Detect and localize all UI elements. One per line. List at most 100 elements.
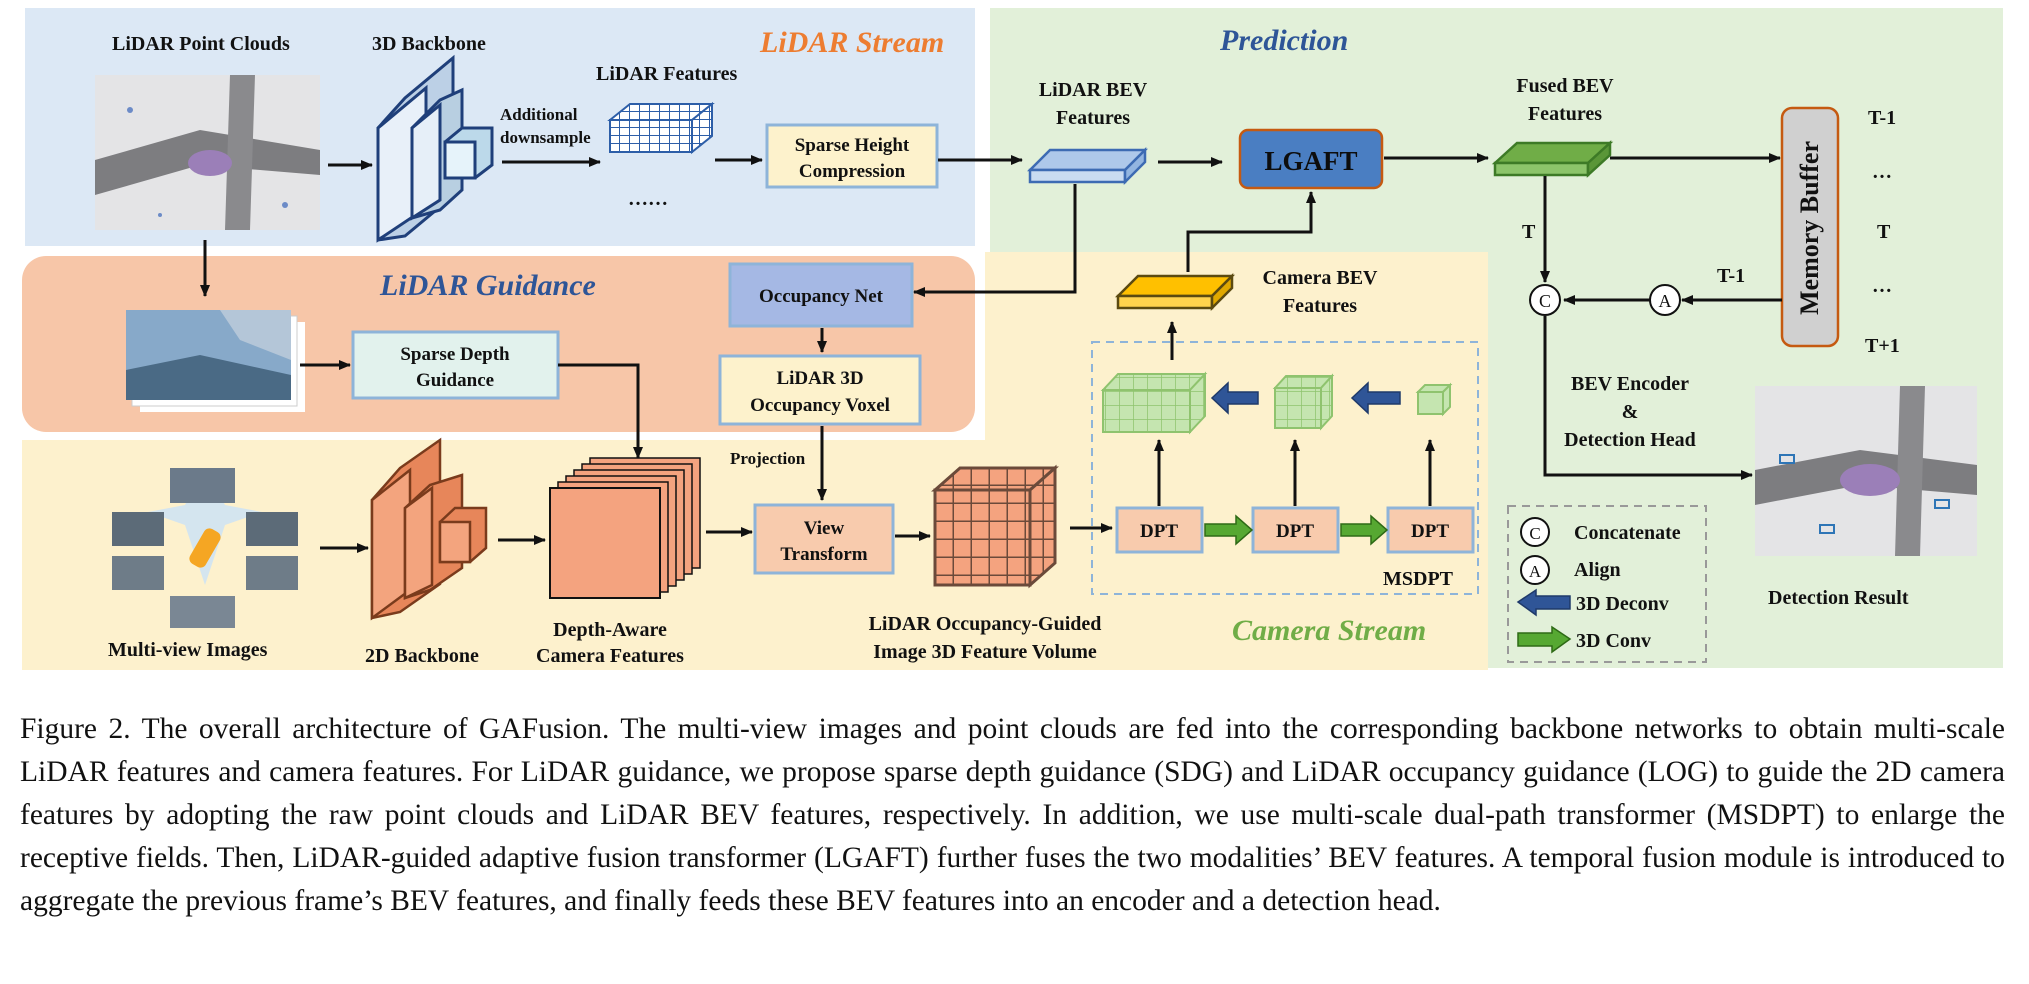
fused-bev-label-1: Fused BEV: [1516, 75, 1614, 97]
fused-bev-plate: [1491, 140, 1614, 178]
multiscale-cube-small: [1415, 382, 1453, 417]
legend-deconv-arrow-icon: [1516, 588, 1571, 617]
lidar-features-label: LiDAR Features: [596, 63, 737, 85]
detection-result-label: Detection Result: [1768, 587, 1909, 609]
lidar-bev-plate: [1026, 146, 1149, 186]
occupancy-voxel-label-1: LiDAR 3D: [776, 368, 863, 389]
dpt-label-1: DPT: [1140, 521, 1178, 542]
align-symbol: A: [1659, 291, 1672, 311]
occupancy-voxel-label-2: Occupancy Voxel: [750, 395, 890, 416]
conv-arrow-2-icon: [1340, 514, 1389, 546]
legend-concatenate-icon: [1520, 517, 1550, 547]
prediction-title: Prediction: [1219, 24, 1348, 57]
concat-icon: [1529, 284, 1561, 316]
dpt-box-3: [1386, 506, 1475, 554]
concat-symbol: C: [1539, 291, 1551, 311]
dpt-box-1: [1115, 506, 1204, 554]
sparse-depth-label-1: Sparse Depth: [400, 344, 510, 365]
view-transform-label-1: View: [804, 518, 845, 539]
multiview-images: [112, 468, 298, 628]
legend-concatenate-symbol: C: [1529, 524, 1540, 543]
camera-stream-region-right: [985, 252, 1488, 442]
projection-label: Projection: [730, 449, 806, 468]
deconv-arrow-1-icon: [1210, 381, 1259, 415]
backbone-3d-blocks: [376, 54, 494, 243]
msdpt-region: [1091, 341, 1479, 595]
arrow-concat-to-detection: [1543, 316, 1753, 480]
ellipsis-1-label: …: [1872, 161, 1892, 183]
occupancy-voxel-box: [718, 354, 922, 426]
legend-align-icon: [1520, 555, 1550, 585]
architecture-diagram: LiDAR Stream Prediction LiDAR Guidance C…: [22, 8, 2003, 670]
legend-align-label: Align: [1574, 559, 1621, 581]
point-cloud-image: [95, 75, 320, 230]
figure-caption: Figure 2. The overall architecture of GA…: [20, 713, 2005, 917]
multiscale-cube-large: [1100, 371, 1208, 435]
sparse-depth-label-2: Guidance: [416, 370, 494, 391]
lidar-point-clouds-label: LiDAR Point Clouds: [112, 33, 290, 55]
camera-stream-title: Camera Stream: [1232, 614, 1426, 647]
camera-bev-label-1: Camera BEV: [1263, 267, 1379, 289]
encoder-label-3: Detection Head: [1564, 429, 1696, 451]
legend-align-symbol: A: [1529, 562, 1542, 581]
sparse-depth-guidance-box: [351, 330, 560, 400]
volume-label-2: Image 3D Feature Volume: [873, 641, 1097, 663]
arrow-t-label: T: [1522, 221, 1536, 243]
lidar-stream-title: LiDAR Stream: [759, 26, 944, 59]
dpt-box-2: [1251, 506, 1340, 554]
depth-aware-label-1: Depth-Aware: [553, 619, 667, 641]
backbone-2d-label: 2D Backbone: [365, 645, 479, 667]
lidar-features-cube: [607, 101, 715, 155]
projected-depth-images: [126, 310, 305, 412]
camera-bev-label-2: Features: [1283, 295, 1357, 317]
t-plus-1-label: T+1: [1865, 335, 1900, 357]
memory-buffer-label: Memory Buffer: [1795, 141, 1824, 315]
backbone-3d-label: 3D Backbone: [372, 33, 486, 55]
t-label: T: [1877, 221, 1891, 243]
ellipsis-dots: ……: [628, 188, 668, 210]
arrow-t-minus-1-label: T-1: [1717, 265, 1745, 287]
legend-concatenate-label: Concatenate: [1574, 522, 1681, 544]
legend-conv-label: 3D Conv: [1576, 630, 1651, 652]
legend-box: [1507, 505, 1707, 663]
memory-buffer-box: [1780, 106, 1840, 348]
legend-deconv-label: 3D Deconv: [1576, 593, 1669, 615]
backbone-2d-blocks: [370, 437, 488, 621]
view-transform-box: [753, 503, 895, 575]
legend-conv-arrow-icon: [1517, 625, 1572, 654]
lidar-guidance-title: LiDAR Guidance: [379, 269, 596, 302]
multiview-images-label: Multi-view Images: [108, 639, 268, 661]
lgaft-box: [1238, 128, 1384, 190]
dpt-label-2: DPT: [1276, 521, 1314, 542]
encoder-label-2: &: [1622, 401, 1639, 423]
lgaft-label: LGAFT: [1264, 146, 1357, 176]
occupancy-net-box: [728, 262, 914, 328]
encoder-label-1: BEV Encoder: [1571, 373, 1689, 395]
deconv-arrow-2-icon: [1350, 381, 1401, 415]
msdpt-label: MSDPT: [1383, 568, 1454, 590]
fused-bev-label-2: Features: [1528, 103, 1602, 125]
depth-aware-camera-features: [549, 457, 701, 599]
arrow-sdg-to-camera-features: [558, 363, 643, 459]
camera-bev-plate: [1114, 272, 1236, 312]
image-3d-feature-volume: [931, 464, 1059, 589]
arrow-camera-bev-to-lgaft: [1186, 191, 1316, 272]
depth-aware-label-2: Camera Features: [536, 645, 684, 667]
dpt-label-3: DPT: [1411, 521, 1449, 542]
lidar-bev-label-1: LiDAR BEV: [1039, 79, 1148, 101]
lidar-bev-label-2: Features: [1056, 107, 1130, 129]
occupancy-net-label: Occupancy Net: [759, 286, 884, 307]
multiscale-cube-medium: [1272, 373, 1335, 431]
volume-label-1: LiDAR Occupancy-Guided: [869, 613, 1102, 635]
detection-result-image: [1755, 386, 1977, 556]
sparse-height-label-2: Compression: [799, 161, 906, 182]
sparse-height-compression-box: [765, 123, 939, 189]
conv-arrow-1-icon: [1204, 514, 1254, 546]
view-transform-label-2: Transform: [780, 544, 867, 565]
sparse-height-label-1: Sparse Height: [795, 135, 910, 156]
additional-label: Additional: [500, 105, 578, 124]
downsample-label: downsample: [500, 128, 591, 147]
ellipsis-2-label: …: [1872, 275, 1892, 297]
arrow-lidar-bev-to-occnet: [913, 184, 1077, 297]
t-minus-1-label: T-1: [1868, 107, 1896, 129]
